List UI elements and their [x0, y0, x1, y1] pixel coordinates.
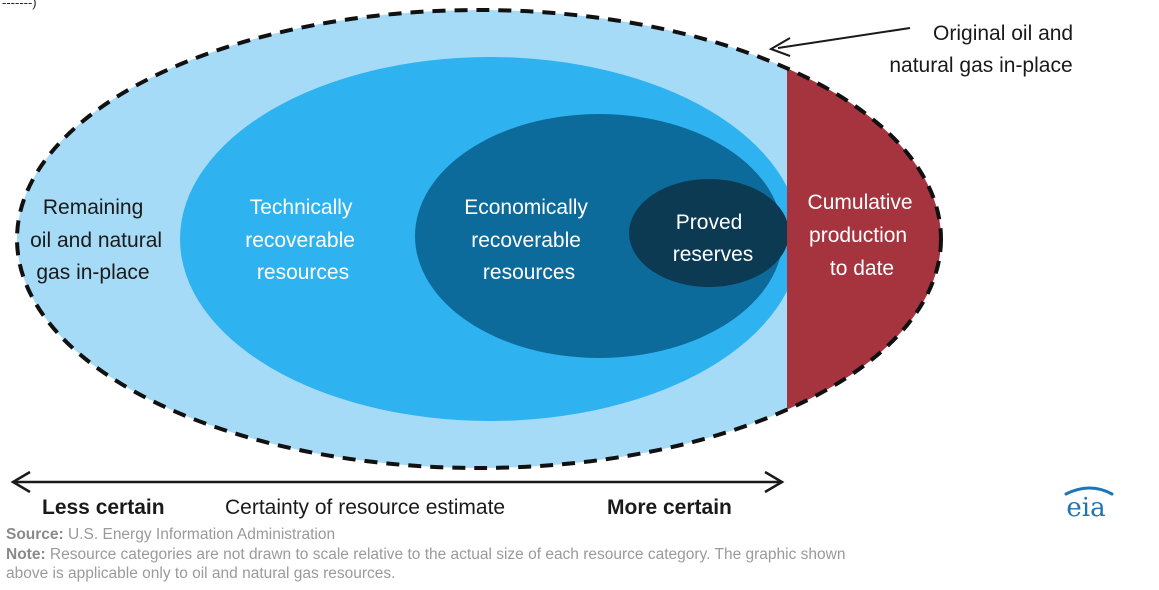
source-label: Source:	[6, 526, 64, 543]
cumulative-label-line3: to date	[830, 257, 894, 280]
eia-logo: eia	[1064, 486, 1114, 523]
remaining-label-line3: gas in-place	[36, 261, 149, 284]
note-line-2: above is applicable only to oil and natu…	[6, 564, 395, 583]
svg-text:Remaining oil and natural: Remaining oil and natural gas in-place	[30, 196, 168, 284]
certainty-arrow	[10, 470, 785, 494]
svg-text:Cumulative production: Cumulative production to date	[808, 191, 919, 280]
economically-label-line3: resources	[483, 261, 575, 284]
proved-label-line2: reserves	[673, 243, 754, 266]
svg-text:Original oil and natural g: Original oil and natural gas in-place	[889, 22, 1079, 77]
source-text: U.S. Energy Information Administration	[63, 526, 336, 543]
more-certain-label: More certain	[607, 496, 732, 519]
svg-text:Economically recoverable: Economically recoverable resources	[464, 196, 594, 284]
technically-label-line2: recoverable	[245, 229, 355, 252]
svg-text:Proved reserves: Proved reserves	[673, 211, 754, 266]
svg-text:Technically recoverable: Technically recoverable resources	[245, 196, 361, 284]
source-line: Source: U.S. Energy Information Administ…	[6, 525, 335, 544]
note-label: Note:	[6, 546, 46, 563]
proved-label-line1: Proved	[676, 211, 743, 234]
remaining-label-line2: oil and natural	[30, 229, 162, 252]
economically-label-line1: Economically	[464, 196, 588, 219]
note-text-1: Resource categories are not drawn to sca…	[45, 546, 846, 563]
certainty-axis-label: Certainty of resource estimate	[225, 496, 505, 519]
economically-label-line2: recoverable	[471, 229, 581, 252]
remaining-label-line1: Remaining	[43, 196, 143, 219]
technically-label-line3: resources	[257, 261, 349, 284]
proved-reserves-ellipse	[629, 179, 787, 287]
top-fragment-text: -------)	[2, 0, 37, 10]
economically-recoverable-ellipse	[415, 114, 783, 358]
note-line-1: Note: Resource categories are not drawn …	[6, 545, 845, 564]
cumulative-label-line1: Cumulative	[808, 191, 913, 214]
original-label-line2: natural gas in-place	[889, 54, 1072, 77]
technically-label-line1: Technically	[250, 196, 353, 219]
cumulative-label-line2: production	[809, 224, 907, 247]
less-certain-label: Less certain	[42, 496, 165, 519]
pointer-arrow	[768, 27, 911, 57]
note-text-2: above is applicable only to oil and natu…	[6, 565, 396, 582]
original-label-line1: Original oil and	[933, 22, 1073, 45]
original-in-place-outline	[15, 8, 943, 470]
eia-logo-text: eia	[1066, 493, 1105, 523]
